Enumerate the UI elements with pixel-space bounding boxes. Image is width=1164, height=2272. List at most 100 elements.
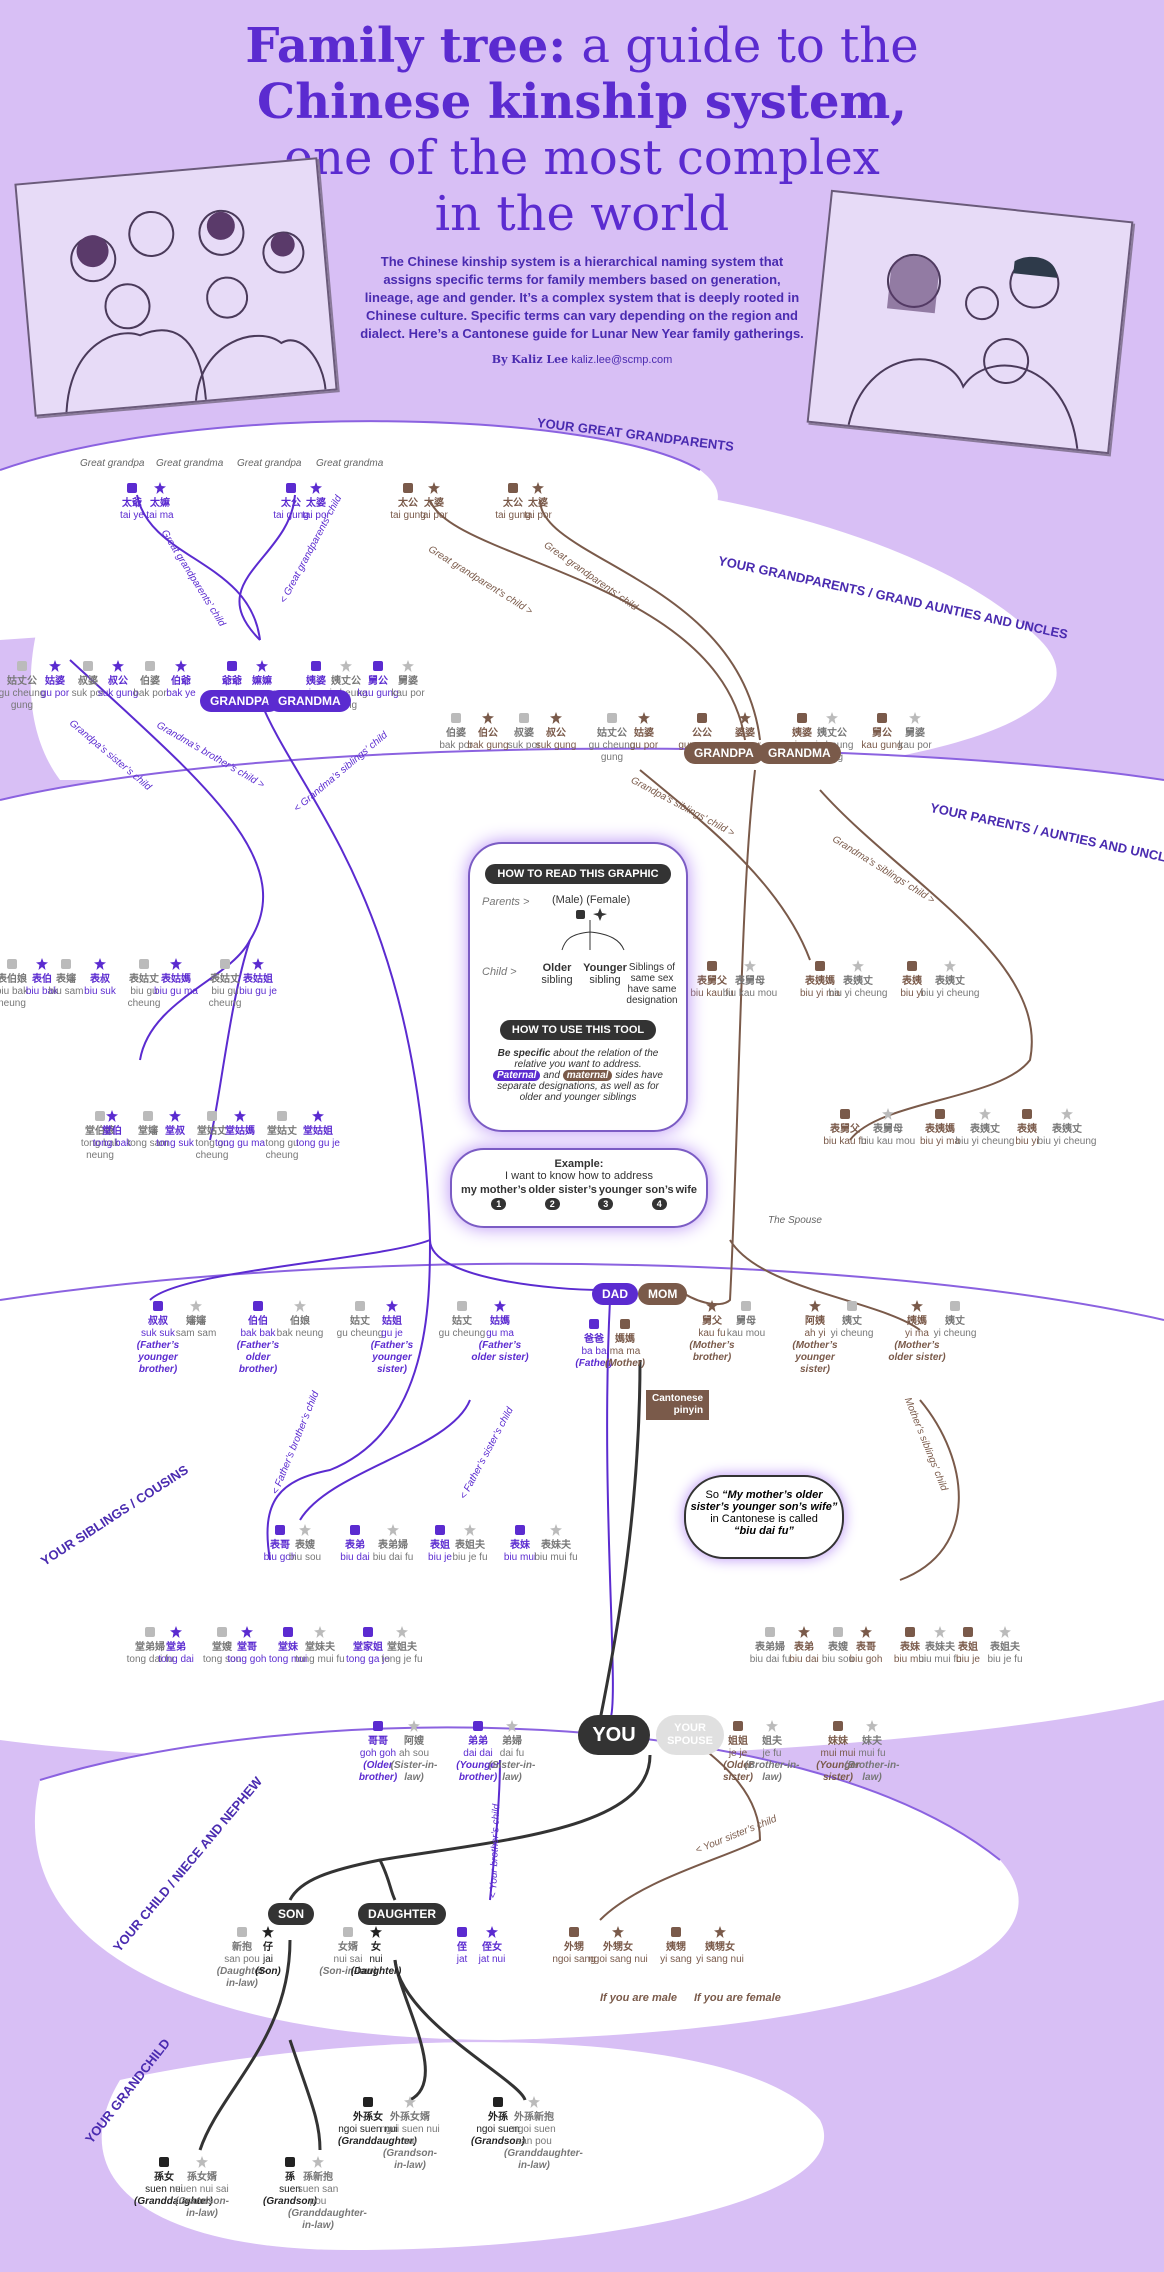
male-marker-icon — [350, 1525, 360, 1535]
female-marker-icon — [866, 1720, 878, 1732]
female-marker-icon — [402, 660, 414, 672]
pinyin: biu kau fu — [823, 1136, 867, 1147]
pinyin: tai gung — [495, 510, 531, 521]
chinese-term: 妹夫 — [862, 1736, 882, 1747]
male-marker-icon — [403, 483, 413, 493]
chinese-term: 外甥女 — [603, 1942, 633, 1953]
chinese-term: 叔公 — [546, 728, 566, 739]
how-to-use-heading: HOW TO USE THIS TOOL — [499, 1020, 657, 1040]
female-marker-icon — [112, 660, 124, 672]
chinese-term: 表妹夫 — [925, 1642, 955, 1653]
chinese-term: 堂弟婦 — [135, 1642, 165, 1653]
chinese-term: 阿姨 — [805, 1316, 825, 1327]
chinese-term: 表姐夫 — [455, 1540, 485, 1551]
chinese-term: 伯爺 — [171, 676, 191, 687]
male-marker-icon — [907, 961, 917, 971]
pinyin: biu kau fu — [690, 988, 734, 999]
english-gloss: (Mother’s younger sister) — [792, 1340, 838, 1375]
male-marker-icon — [220, 959, 230, 969]
female-marker-icon — [154, 482, 166, 494]
male-marker-icon — [457, 1301, 467, 1311]
male-marker-icon — [457, 1927, 467, 1937]
chinese-term: 孫女 — [154, 2172, 174, 2183]
pinyin: tong mui — [268, 1654, 308, 1665]
pinyin: suk gung — [97, 688, 139, 699]
chinese-term: 爺爺 — [222, 676, 242, 687]
pinyin: ah yi — [804, 1328, 826, 1339]
byline: By Kaliz Lee kaliz.lee@scmp.com — [491, 353, 673, 366]
mom-tag: MOM — [638, 1283, 688, 1305]
intro-text: The Chinese kinship system is a hierarch… — [360, 254, 804, 341]
chinese-term: 姑姐 — [382, 1316, 402, 1327]
male-marker-icon — [435, 1525, 445, 1535]
female-marker-icon — [944, 960, 956, 972]
male-marker-icon — [145, 1627, 155, 1637]
pinyin: bak bak — [240, 1328, 276, 1339]
male-marker-icon — [311, 661, 321, 671]
pinyin: san pou — [224, 1954, 260, 1965]
pinyin: dai fu — [499, 1748, 525, 1759]
chinese-term: 阿嫂 — [404, 1736, 424, 1747]
pinyin: biu je — [428, 1552, 452, 1563]
pinyin: gu ma — [486, 1328, 514, 1339]
pinyin: biu dai — [340, 1552, 370, 1563]
female-marker-icon — [506, 1720, 518, 1732]
pinyin: nui — [369, 1954, 383, 1965]
male-marker-icon — [847, 1301, 857, 1311]
english-gloss: (Son-in-law) — [319, 1966, 377, 1977]
male-marker-icon — [620, 1319, 630, 1329]
great-grandma-label: Great grandma — [156, 458, 224, 469]
chinese-term: 堂妹 — [278, 1642, 298, 1653]
pinyin: tai por — [524, 510, 552, 521]
male-marker-icon — [905, 1627, 915, 1637]
chinese-term: 叔婆 — [78, 676, 98, 687]
english-gloss: (Younger brother) — [456, 1760, 500, 1783]
chinese-term: 弟弟 — [468, 1736, 488, 1747]
grandma-tag: GRANDMA — [268, 690, 351, 712]
pinyin: biu yi — [1015, 1136, 1039, 1147]
chinese-term: 伯婆 — [140, 676, 160, 687]
chinese-term: 太爺 — [122, 498, 142, 509]
chinese-term: 表姐夫 — [990, 1642, 1020, 1653]
pinyin: biu yi ma — [919, 1136, 960, 1147]
chinese-term: 外孫新抱 — [514, 2112, 554, 2123]
pinyin: tai por — [302, 510, 330, 521]
male-marker-icon — [217, 1627, 227, 1637]
kin-term-pat_cousin_row1: 表伯娘biu bak neung — [0, 958, 42, 1010]
pinyin: yi ma — [905, 1328, 929, 1339]
pinyin: tong bak — [92, 1138, 132, 1149]
english-gloss: (Father’s older brother) — [236, 1340, 280, 1375]
female-marker-icon — [550, 1524, 562, 1536]
male-marker-icon — [473, 1721, 483, 1731]
chinese-term: 表妹 — [510, 1540, 530, 1551]
chinese-term: 姑丈 — [350, 1316, 370, 1327]
pinyin: biu mui fu — [534, 1552, 578, 1563]
chinese-term: 表姨 — [1017, 1124, 1037, 1135]
pinyin: biu sam — [48, 986, 84, 997]
english-gloss: (Father) — [575, 1358, 613, 1369]
pinyin: suk suk — [141, 1328, 175, 1339]
if-female-label: If you are female — [694, 1992, 781, 2004]
pinyin: gu cheung — [336, 1328, 384, 1339]
spouse-badge: YOUR SPOUSE — [656, 1715, 724, 1755]
